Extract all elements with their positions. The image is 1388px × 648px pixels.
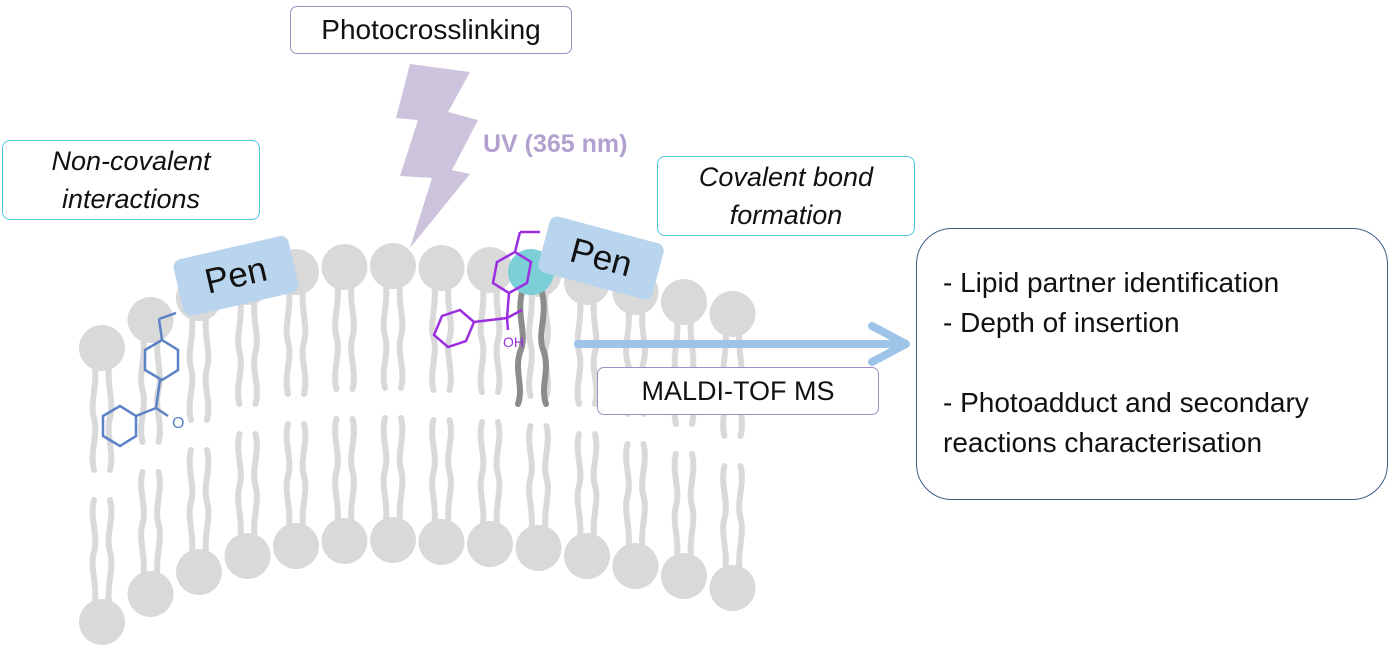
benzophenone-structure: [101, 311, 180, 448]
oxygen-label: O: [172, 415, 184, 432]
results-box: - Lipid partner identification - Depth o…: [916, 228, 1388, 500]
photoadduct-structure: [432, 230, 540, 349]
result-item: - Photoadduct and secondary: [943, 387, 1309, 418]
noncovalent-line2: interactions: [61, 184, 201, 214]
lipid-inner-leaflet: [612, 441, 659, 589]
maldi-text: MALDI-TOF MS: [641, 375, 835, 406]
result-item: - Lipid partner identification: [943, 267, 1280, 298]
lipid-outer-leaflet: [79, 325, 125, 473]
hydroxyl-label: OH: [503, 334, 524, 350]
lipid-outer-leaflet: [418, 245, 465, 393]
lipid-inner-leaflet: [127, 469, 174, 617]
lipid-inner-leaflet: [709, 463, 756, 611]
uv-wavelength-label: UV (365 nm): [483, 130, 628, 158]
covalent-line2: formation: [729, 200, 843, 230]
lipid-inner-leaflet: [661, 451, 707, 599]
photocrosslinking-text: Photocrosslinking: [321, 14, 541, 45]
arrow-right-icon: [574, 322, 910, 366]
lipid-inner-leaflet: [224, 431, 271, 579]
photocrosslinking-label: Photocrosslinking: [290, 6, 572, 54]
lipid-outer-leaflet: [370, 243, 416, 391]
lipid-inner-leaflet: [418, 417, 465, 565]
result-item: reactions characterisation: [943, 427, 1263, 458]
lipid-inner-leaflet: [370, 415, 416, 563]
maldi-tof-ms-label: MALDI-TOF MS: [597, 367, 879, 415]
lipid-inner-leaflet: [273, 421, 319, 569]
lipid-outer-leaflet: [127, 297, 174, 445]
noncovalent-line1: Non-covalent: [51, 146, 211, 176]
lipid-inner-leaflet: [79, 497, 125, 645]
covalent-bond-formation-label: Covalent bond formation: [657, 156, 915, 236]
lipid-bilayer: [79, 243, 756, 645]
noncovalent-interactions-label: Non-covalent interactions: [2, 140, 260, 220]
lipid-outer-leaflet: [467, 247, 513, 395]
lipid-outer-leaflet: [321, 244, 368, 392]
covalent-line1: Covalent bond: [698, 162, 874, 192]
lipid-inner-leaflet: [467, 419, 513, 567]
lipid-inner-leaflet: [176, 447, 222, 595]
lightning-bolt-icon: [396, 64, 478, 248]
lipid-inner-leaflet: [564, 431, 610, 579]
lipid-inner-leaflet: [515, 423, 562, 571]
lipid-inner-leaflet: [321, 416, 368, 564]
result-item: - Depth of insertion: [943, 307, 1180, 338]
